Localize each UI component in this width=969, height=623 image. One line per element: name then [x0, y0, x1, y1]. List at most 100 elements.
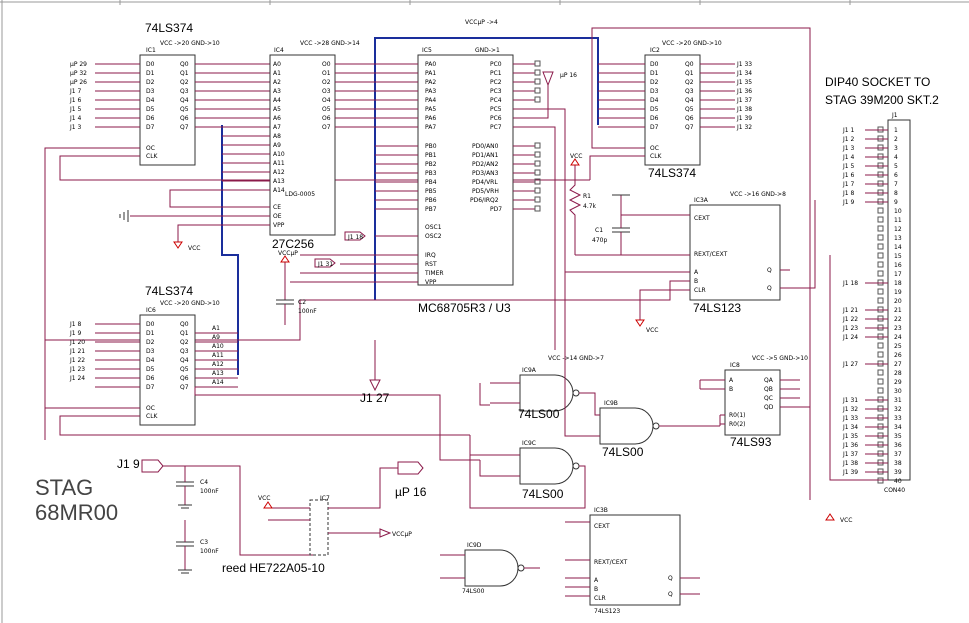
- svg-text:Q4: Q4: [685, 97, 694, 104]
- c4-capacitor[interactable]: C4 100nF: [176, 466, 219, 509]
- connector-j1[interactable]: J1 CON40 1234567891011121314151617181920…: [877, 112, 911, 494]
- connector-pin-number: 6: [894, 172, 898, 179]
- svg-text:D0: D0: [146, 61, 155, 68]
- ic3a-type: 74LS123: [693, 301, 741, 315]
- svg-text:CE: CE: [273, 204, 281, 211]
- connector-pin-pad: [877, 378, 884, 385]
- svg-text:OC: OC: [146, 145, 155, 152]
- svg-text:A7: A7: [273, 124, 281, 131]
- svg-text:68MR00: 68MR00: [35, 500, 118, 525]
- connector-pin-number: 23: [894, 325, 902, 332]
- svg-text:J1 24: J1 24: [69, 375, 85, 382]
- svg-text:PC0: PC0: [490, 61, 502, 68]
- connector-pin-number: 29: [894, 379, 902, 386]
- connector-pin-number: 9: [894, 199, 898, 206]
- svg-text:REXT/CEXT: REXT/CEXT: [594, 559, 628, 566]
- connector-pin-pad: [877, 270, 884, 277]
- connector-pin-number: 24: [894, 334, 902, 341]
- svg-text:74LS93: 74LS93: [730, 435, 772, 449]
- ic9c-gate[interactable]: IC9C 74LS00: [519, 440, 580, 501]
- svg-text:470p: 470p: [592, 237, 607, 244]
- vccup-top: VCCµP ->4: [465, 19, 498, 26]
- c3-capacitor[interactable]: C3 100nF: [176, 520, 219, 574]
- svg-text:74LS00: 74LS00: [602, 445, 644, 459]
- r1-resistor[interactable]: R1 4.7k VCC: [568, 153, 597, 255]
- ic9b-gate[interactable]: IC9B 74LS00: [599, 400, 660, 459]
- ic9a-gate[interactable]: IC9A VCC ->14 GND->7 74LS00: [518, 355, 604, 421]
- ic5-chip[interactable]: IC5 GND->1 VCCµP ->4 MC68705R3 / U3 PA0P…: [417, 19, 514, 315]
- svg-text:PA0: PA0: [425, 61, 436, 68]
- c2-capacitor[interactable]: C2 100nF VCCµP: [276, 250, 317, 325]
- connector-pin-number: 14: [894, 244, 902, 251]
- ic9d-gate[interactable]: IC9D 74LS00: [462, 542, 525, 595]
- svg-text:74LS123: 74LS123: [594, 608, 620, 615]
- ic4-chip[interactable]: IC4 VCC ->28 GND->14 27C256 LDG-0005 A0A…: [269, 40, 360, 251]
- svg-text:PB3: PB3: [425, 170, 437, 177]
- svg-text:A9: A9: [273, 142, 281, 149]
- svg-text:Q1: Q1: [685, 70, 694, 77]
- vcc-label-ic4: VCC: [173, 241, 200, 252]
- svg-text:VCC: VCC: [646, 327, 658, 334]
- svg-text:O7: O7: [322, 124, 331, 131]
- ic3a-chip[interactable]: IC3A VCC ->16 GND->8 74LS123 CEXTREXT/CE…: [689, 191, 786, 315]
- connector-pin-pad: [877, 225, 884, 232]
- svg-text:D1: D1: [146, 330, 155, 337]
- svg-text:Q2: Q2: [180, 339, 189, 346]
- connector-pin-number: 38: [894, 460, 902, 467]
- svg-text:Q4: Q4: [180, 357, 189, 364]
- ic5-id: IC5: [422, 47, 432, 54]
- svg-text:CLK: CLK: [650, 153, 663, 160]
- ic6-wires: [45, 323, 480, 461]
- svg-text:A: A: [729, 377, 734, 384]
- connector-pin-number: 16: [894, 262, 902, 269]
- svg-text:PB7: PB7: [425, 206, 437, 213]
- ic2-power: VCC ->20 GND->10: [662, 40, 722, 47]
- ic4-type: 27C256: [272, 237, 314, 251]
- connector-pin-pad: [877, 234, 884, 241]
- svg-text:Q0: Q0: [180, 321, 189, 328]
- svg-text:PD6/IRQ2: PD6/IRQ2: [470, 197, 499, 204]
- svg-text:C2: C2: [298, 299, 306, 306]
- svg-text:B: B: [729, 386, 733, 393]
- svg-text:J1 9: J1 9: [842, 199, 854, 206]
- connector-pin-pad: [877, 207, 884, 214]
- svg-text:J1 37: J1 37: [842, 451, 858, 458]
- svg-text:REXT/CEXT: REXT/CEXT: [694, 251, 728, 258]
- svg-text:J1 5: J1 5: [842, 163, 854, 170]
- svg-text:J1 18: J1 18: [842, 280, 858, 287]
- connector-pin-number: 11: [894, 217, 902, 224]
- svg-text:J1 23: J1 23: [69, 366, 85, 373]
- vcc-bottom-right: VCC: [825, 513, 852, 524]
- svg-text:Q3: Q3: [180, 88, 189, 95]
- svg-text:PA2: PA2: [425, 79, 436, 86]
- connector-pin-number: 13: [894, 235, 902, 242]
- connector-ref: J1: [891, 112, 898, 119]
- connector-pin-number: 30: [894, 388, 902, 395]
- svg-text:J1 18: J1 18: [347, 234, 363, 241]
- svg-text:PC5: PC5: [490, 106, 502, 113]
- svg-text:A6: A6: [273, 115, 281, 122]
- c1-capacitor[interactable]: C1 470p: [592, 194, 630, 255]
- svg-text:Q: Q: [767, 267, 772, 274]
- svg-text:Q5: Q5: [180, 106, 189, 113]
- svg-text:D2: D2: [650, 79, 659, 86]
- svg-text:A0: A0: [273, 61, 281, 68]
- svg-text:Q: Q: [668, 591, 673, 598]
- svg-text:IRQ: IRQ: [425, 252, 436, 259]
- svg-text:VCC: VCC: [840, 517, 852, 524]
- svg-text:J1 6: J1 6: [69, 97, 81, 104]
- svg-text:Q0: Q0: [180, 61, 189, 68]
- svg-text:D5: D5: [650, 106, 659, 113]
- ic8-chip[interactable]: IC8 VCC ->5 GND->10 74LS93 AB R0(1)R0(2)…: [724, 355, 808, 449]
- svg-text:PD3/AN3: PD3/AN3: [472, 170, 499, 177]
- svg-text:Q5: Q5: [685, 106, 694, 113]
- ic7-reed-relay[interactable]: IC7 reed HE722A05-10 VCCµP VCC µP 16: [222, 461, 427, 575]
- svg-text:Q3: Q3: [685, 88, 694, 95]
- j1-18-label: J1 18 J1 31: [314, 231, 366, 268]
